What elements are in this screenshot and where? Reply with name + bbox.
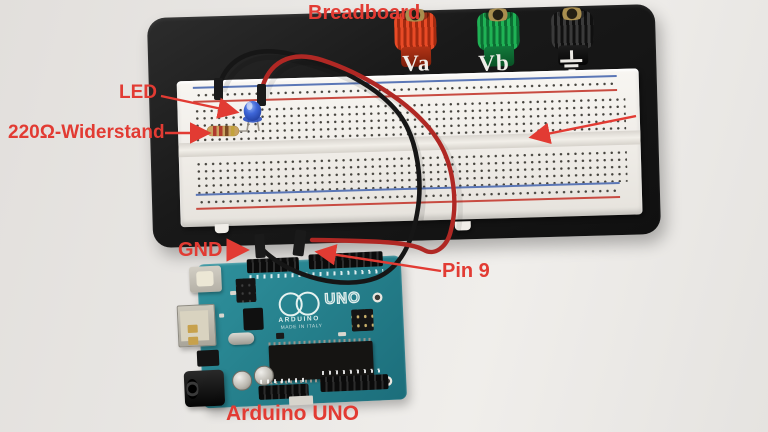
black-jumper-wire [216,49,422,285]
arduino-uno-label: Arduino UNO [226,402,359,425]
gnd-label: GND [178,239,223,261]
breadboard-row-arrow [528,114,637,145]
wire-connector [257,84,266,106]
led-label: LED [119,82,157,103]
led-highlight [246,102,253,110]
resistor-band [231,126,235,136]
resistor-band [219,126,223,136]
led-arrow [160,94,240,119]
resistor-label: 220Ω-Widerstand [8,122,165,143]
led-body [243,101,262,121]
pin9-label: Pin 9 [442,260,490,282]
gnd-pin-connector [254,233,266,259]
pin9-pin-connector [292,229,307,257]
resistor-band [213,126,217,136]
wire-connector [214,78,223,100]
resistor-band [225,126,229,136]
red-jumper-wire [258,54,457,255]
wire-shadow [221,54,426,221]
pin9-arrow [314,244,442,273]
breadboard-label: Breadboard [308,2,421,24]
